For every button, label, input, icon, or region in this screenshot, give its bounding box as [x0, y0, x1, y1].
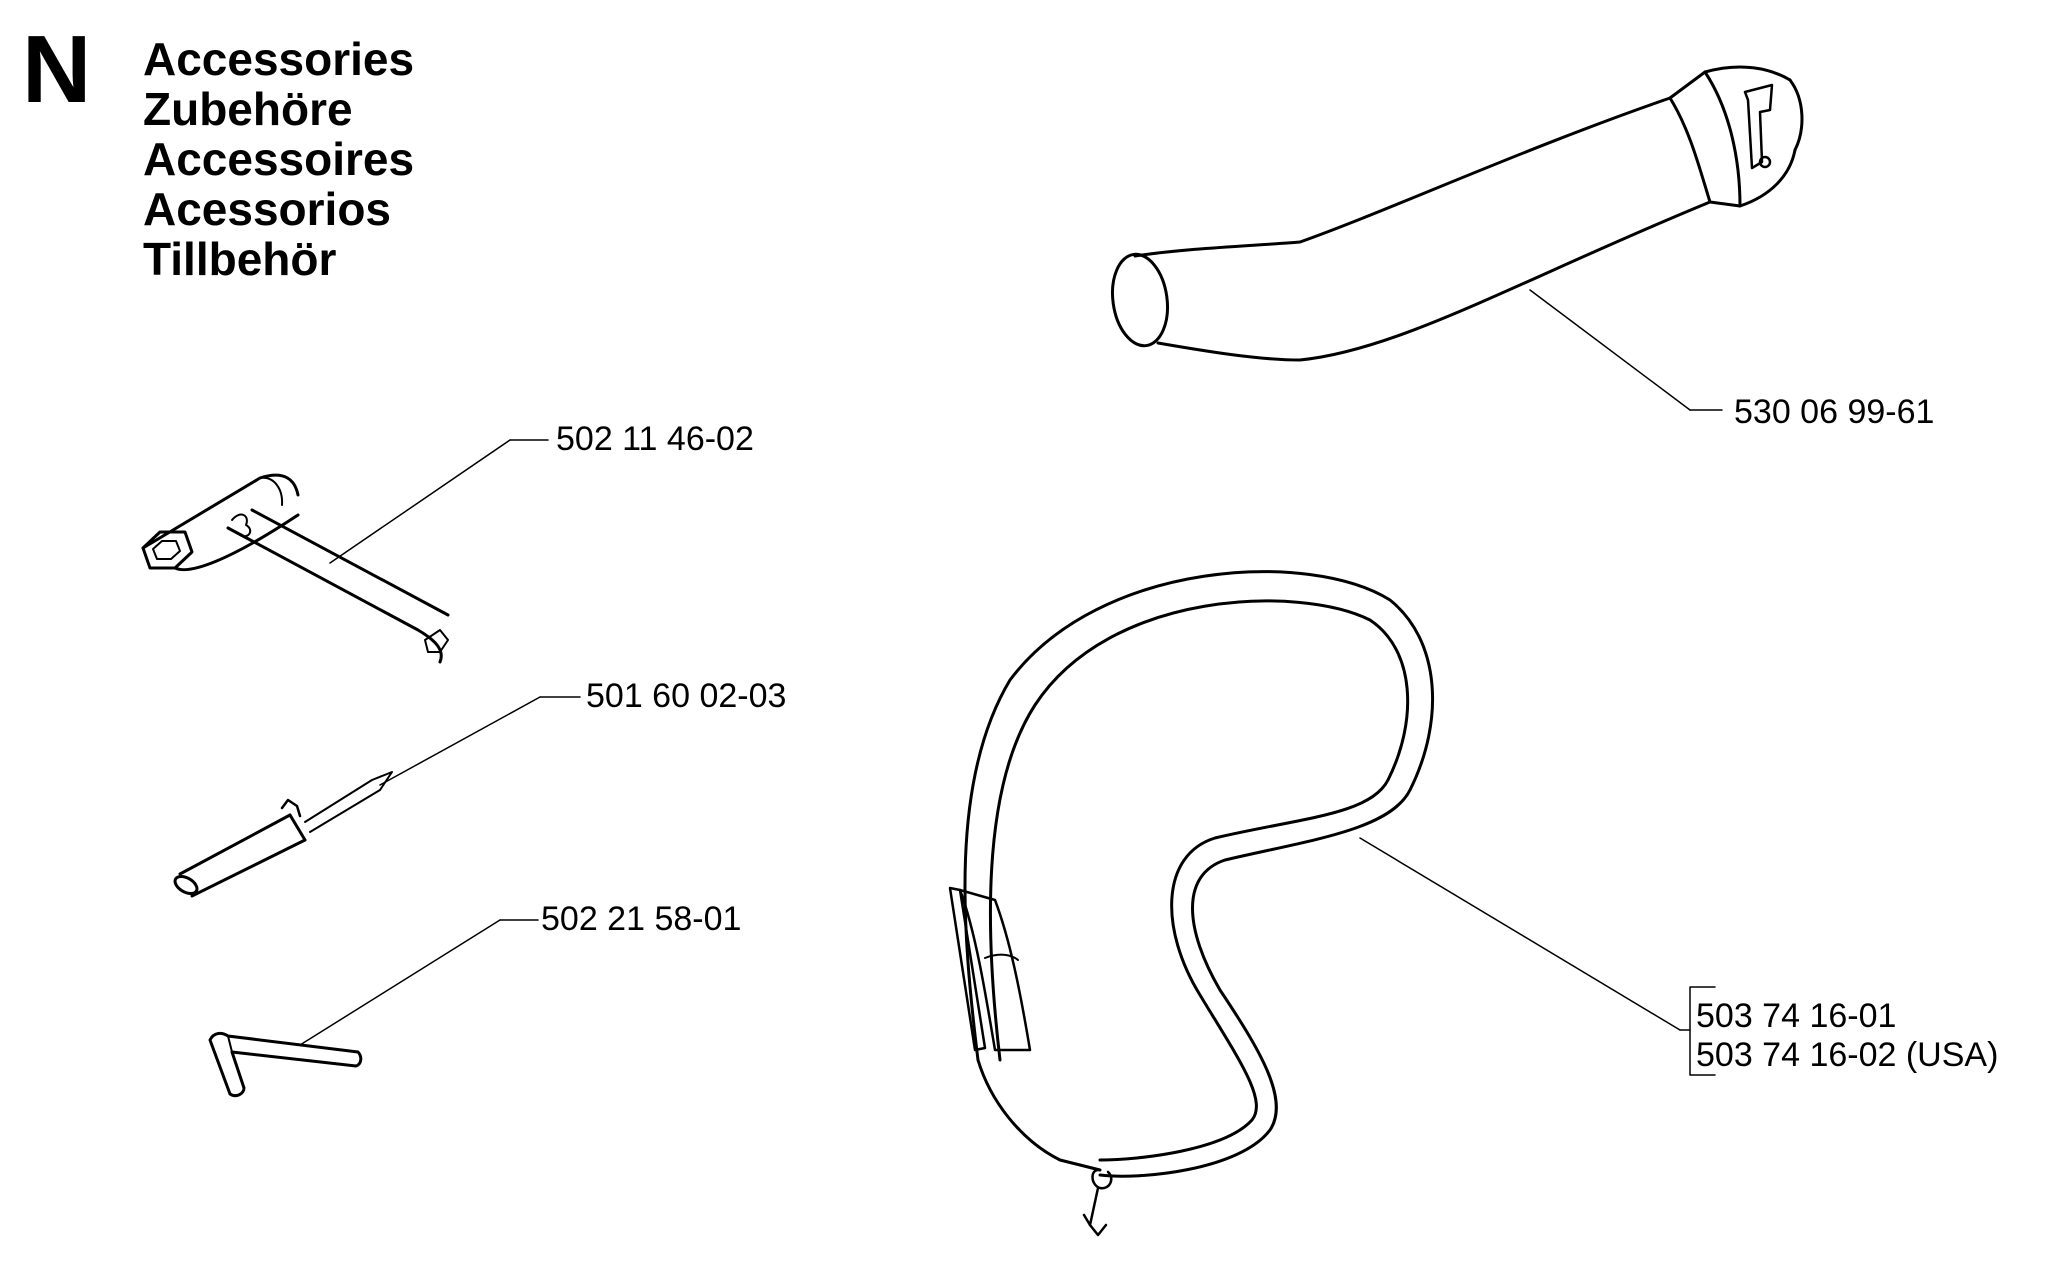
title-fr: Accessoires	[143, 133, 415, 185]
title-es: Acessorios	[143, 183, 392, 235]
part-number-hex-key: 502 21 58-01	[541, 900, 742, 938]
hex-key-illustration	[208, 919, 539, 1098]
part-number-screwdriver: 501 60 02-03	[586, 677, 787, 715]
part-number-blower-tube: 530 06 99-61	[1734, 393, 1935, 431]
title-sv: Tillbehör	[143, 233, 337, 285]
blower-tube-illustration	[1111, 65, 1804, 411]
spark-plug-wrench-illustration	[141, 439, 549, 664]
title-de: Zubehöre	[143, 83, 353, 135]
part-number-harness-strap-usa: 503 74 16-02 (USA)	[1696, 1036, 1999, 1074]
title-block: Accessories Zubehöre Accessoires Acessor…	[143, 34, 414, 284]
screwdriver-illustration	[173, 696, 581, 898]
part-number-harness-strap: 503 74 16-01	[1696, 997, 1897, 1035]
title-en: Accessories	[143, 33, 415, 85]
harness-strap-illustration	[948, 570, 1716, 1237]
section-letter: N	[22, 16, 92, 123]
part-number-spark-plug-wrench: 502 11 46-02	[556, 420, 754, 458]
